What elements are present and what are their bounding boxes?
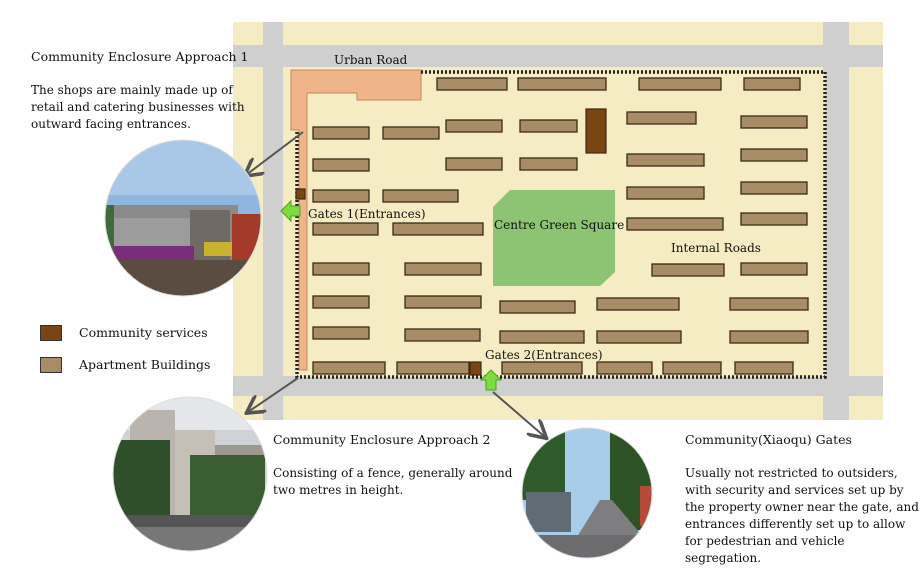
apartment-building (312, 158, 370, 172)
gate2-label: Gates 2(Entrances) (485, 348, 603, 362)
apartment-building (436, 77, 508, 91)
apartment-building (382, 189, 459, 203)
approach2-body: Consisting of a fence, generally around … (273, 466, 513, 497)
community-service-building (295, 188, 306, 200)
apartment-building (312, 326, 370, 340)
apartment-building (626, 217, 724, 231)
approach1-title: Community Enclosure Approach 1 (31, 49, 249, 64)
apartment-building (499, 300, 576, 314)
centre-green-square (493, 190, 615, 286)
community-service-building (585, 108, 607, 154)
apartment-building (312, 361, 386, 375)
gate-street-photo-icon (522, 428, 652, 558)
apartment-building (445, 157, 503, 171)
green-square-label: Centre Green Square (494, 218, 624, 232)
apartment-building (740, 212, 808, 226)
gates-title: Community(Xiaoqu) Gates (685, 432, 852, 447)
apartment-building (729, 297, 809, 311)
apartment-building (740, 115, 808, 129)
legend-swatch-apartment-buildings (40, 357, 62, 373)
shop-street-photo-icon (105, 140, 261, 296)
apartment-building (312, 126, 370, 140)
apartment-building (404, 262, 482, 276)
apartment-building (596, 361, 653, 375)
community-service-building (469, 361, 482, 376)
pointer-arrow-approach2 (248, 377, 299, 412)
street-shops (290, 69, 422, 371)
apartment-building (740, 262, 808, 276)
apartment-building (740, 148, 808, 162)
pointer-arrow-gates (492, 391, 545, 437)
apartment-building (519, 157, 578, 171)
apartment-building (501, 361, 583, 375)
apartment-building (596, 297, 680, 311)
apartment-building (517, 77, 607, 91)
apartment-building (312, 262, 370, 276)
community-services (295, 108, 607, 376)
legend-swatch-community-services (40, 325, 62, 341)
apartment-building (596, 330, 682, 344)
apartment-building (396, 361, 470, 375)
approach1-body: The shops are mainly made up of retail a… (31, 83, 245, 131)
apartment-building (638, 77, 722, 91)
apartment-building (519, 119, 578, 133)
pointer-arrow-approach1 (246, 131, 304, 175)
apartment-building (404, 295, 482, 309)
apartment-building (312, 222, 379, 236)
apartment-building (626, 111, 697, 125)
apartment-building (662, 361, 722, 375)
legend-label-apartment-buildings: Apartment Buildings (79, 357, 211, 372)
apartment-building (382, 126, 440, 140)
gates-body: Usually not restricted to outsiders, wit… (685, 466, 919, 565)
approach2-title: Community Enclosure Approach 2 (273, 432, 491, 447)
gate1-arrow-icon (280, 199, 301, 223)
apartment-building (404, 328, 481, 342)
internal-roads-label: Internal Roads (671, 241, 761, 255)
apartment-buildings (312, 77, 809, 375)
apartment-building (740, 181, 808, 195)
apartment-building (499, 330, 585, 344)
apartment-building (729, 330, 809, 344)
urban-road-label: Urban Road (334, 53, 408, 67)
legend-label-community-services: Community services (79, 325, 208, 340)
gate2-arrow-icon (479, 369, 503, 391)
apartment-building (743, 77, 801, 91)
apartment-building (626, 153, 705, 167)
apartment-building (626, 186, 705, 200)
apartment-building (312, 295, 370, 309)
road-network (233, 22, 883, 420)
apartment-building (734, 361, 794, 375)
apartment-building (445, 119, 503, 133)
apartment-building (312, 189, 370, 203)
apartment-building (651, 263, 725, 277)
community-fence (295, 70, 827, 379)
gate1-label: Gates 1(Entrances) (308, 207, 426, 221)
apartment-building (392, 222, 484, 236)
